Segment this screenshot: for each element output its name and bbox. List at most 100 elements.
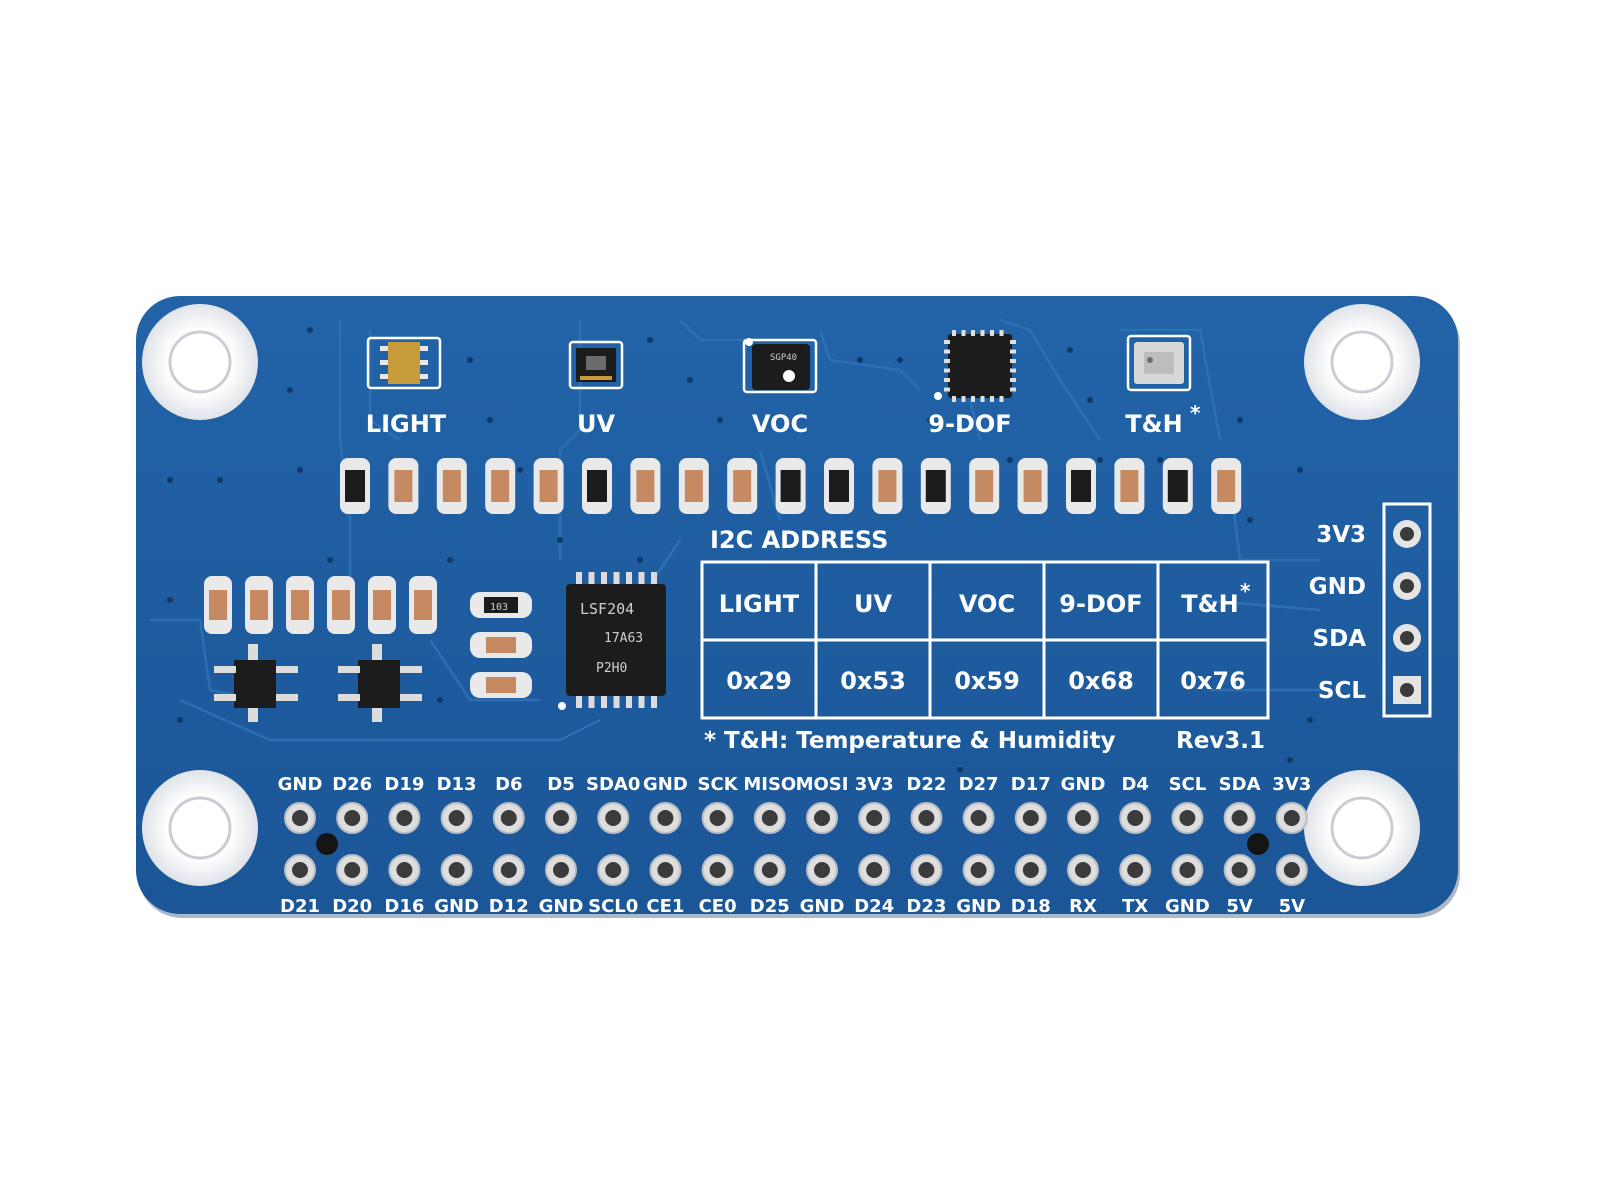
- footnote-th: * T&H: Temperature & Humidity: [704, 728, 1116, 754]
- i2c-pin-label-sda: SDA: [1313, 626, 1367, 652]
- resistor: [340, 458, 370, 514]
- i2c-table-header-uv: UV: [854, 590, 892, 618]
- capacitor: [368, 576, 396, 634]
- pcb-board: [136, 296, 1458, 914]
- gpio-pin: [910, 854, 943, 886]
- resistor: [920, 458, 951, 514]
- sensor-label-9dof: 9-DOF: [928, 410, 1011, 438]
- gpio-top-label: GND: [278, 774, 323, 795]
- capacitor: [286, 576, 314, 634]
- mounting-holes: [142, 304, 1420, 886]
- i2c-table-header-9dof: 9-DOF: [1059, 590, 1142, 618]
- gpio-top-label: MOSI: [796, 774, 849, 795]
- revision-label: Rev3.1: [1176, 728, 1265, 754]
- capacitor: [872, 458, 903, 514]
- level-shifter-marking-1: LSF204: [580, 600, 634, 618]
- gpio-bottom-label: D18: [1011, 896, 1051, 917]
- passive-component-row: [340, 458, 1242, 514]
- gpio-pin: [1014, 802, 1047, 834]
- gpio-pin: [858, 854, 891, 886]
- gpio-top-label: D6: [495, 774, 522, 795]
- capacitor: [630, 458, 661, 514]
- i2c-table-header-voc: VOC: [959, 590, 1015, 618]
- i2c-address-voc: 0x59: [954, 667, 1020, 695]
- gpio-bottom-label: D23: [906, 896, 946, 917]
- gpio-top-label: D19: [384, 774, 424, 795]
- i2c-address-9dof: 0x68: [1068, 667, 1134, 695]
- gpio-bottom-label: 5V: [1226, 896, 1253, 917]
- gpio-pin: [962, 854, 995, 886]
- gpio-bottom-label: 5V: [1279, 896, 1306, 917]
- gpio-bottom-label: D24: [854, 896, 894, 917]
- light-sensor-chip-icon: [366, 336, 442, 390]
- sensor-label-th: T&H: [1125, 410, 1182, 438]
- gpio-pin: [1067, 802, 1099, 834]
- capacitor: [1211, 458, 1242, 514]
- gpio-pin: [1275, 854, 1308, 886]
- i2c-address-title: I2C ADDRESS: [710, 526, 888, 554]
- gpio-pin: [649, 854, 682, 886]
- gpio-bottom-label: GND: [1165, 896, 1210, 917]
- gpio-pin: [545, 802, 577, 834]
- gpio-bottom-label: GND: [434, 896, 479, 917]
- gpio-pin: [388, 854, 421, 886]
- gpio-bottom-label: TX: [1122, 896, 1148, 917]
- gpio-pin: [336, 854, 369, 886]
- uv-sensor-chip-icon: [568, 340, 624, 390]
- gpio-bottom-label: GND: [539, 896, 584, 917]
- gpio-alignment-dot-left: [316, 833, 338, 855]
- gpio-top-label: D26: [332, 774, 372, 795]
- gpio-pin: [336, 802, 369, 834]
- gpio-top-label: D27: [959, 774, 999, 795]
- gpio-pin: [1014, 854, 1047, 886]
- gpio-pin: [492, 802, 525, 834]
- gpio-pin: [1119, 802, 1152, 834]
- capacitor: [436, 458, 467, 514]
- gpio-top-label: D13: [437, 774, 477, 795]
- gpio-top-label: GND: [643, 774, 688, 795]
- i2c-address-uv: 0x53: [840, 667, 906, 695]
- i2c-pin-header: [1382, 502, 1432, 718]
- gpio-pin: [545, 854, 577, 886]
- left-capacitors: [204, 576, 437, 634]
- capacitor: [245, 576, 273, 634]
- level-shifter-chip-icon: LSF204 17A63 P2H0: [558, 572, 666, 710]
- gpio-pin: [284, 802, 316, 834]
- gpio-bottom-label: GND: [956, 896, 1001, 917]
- gpio-top-label: D5: [547, 774, 574, 795]
- capacitor: [327, 576, 355, 634]
- gpio-pin: [1223, 854, 1256, 886]
- svg-text:103: 103: [490, 602, 508, 613]
- gpio-top-label: 3V3: [855, 774, 894, 795]
- gpio-pin: [1223, 802, 1256, 834]
- gpio-top-label: SDA: [1219, 774, 1261, 795]
- voc-chip-marking: SGP40: [770, 353, 797, 363]
- gpio-top-label: 3V3: [1272, 774, 1311, 795]
- gpio-pin: [1275, 802, 1308, 834]
- gpio-pin: [440, 854, 473, 886]
- gpio-alignment-dot-right: [1247, 833, 1269, 855]
- capacitor: [1017, 458, 1048, 514]
- gpio-pin: [284, 854, 316, 886]
- gpio-pin: [649, 802, 682, 834]
- gpio-pin: [1171, 802, 1204, 834]
- resistor: [775, 458, 806, 514]
- gpio-top-label: D17: [1011, 774, 1051, 795]
- gpio-top-label: MISO: [743, 774, 796, 795]
- capacitor: [409, 576, 437, 634]
- transistor-q1-icon: [214, 644, 298, 722]
- gpio-top-label: D4: [1121, 774, 1148, 795]
- capacitor: [1114, 458, 1145, 514]
- voc-sensor-chip-icon: SGP40: [742, 338, 818, 394]
- level-shifter-marking-2: 17A63: [604, 631, 643, 646]
- imu-sensor-chip-icon: [934, 330, 1016, 402]
- resistor: [582, 458, 612, 514]
- gpio-pin: [597, 802, 630, 834]
- gpio-bottom-label: D16: [384, 896, 424, 917]
- gpio-pin: [962, 802, 995, 834]
- gpio-bottom-label: CE0: [699, 896, 737, 917]
- temperature-humidity-sensor-chip-icon: [1126, 334, 1192, 392]
- capacitor: [485, 458, 516, 514]
- i2c-pin-label-3v3: 3V3: [1316, 522, 1366, 548]
